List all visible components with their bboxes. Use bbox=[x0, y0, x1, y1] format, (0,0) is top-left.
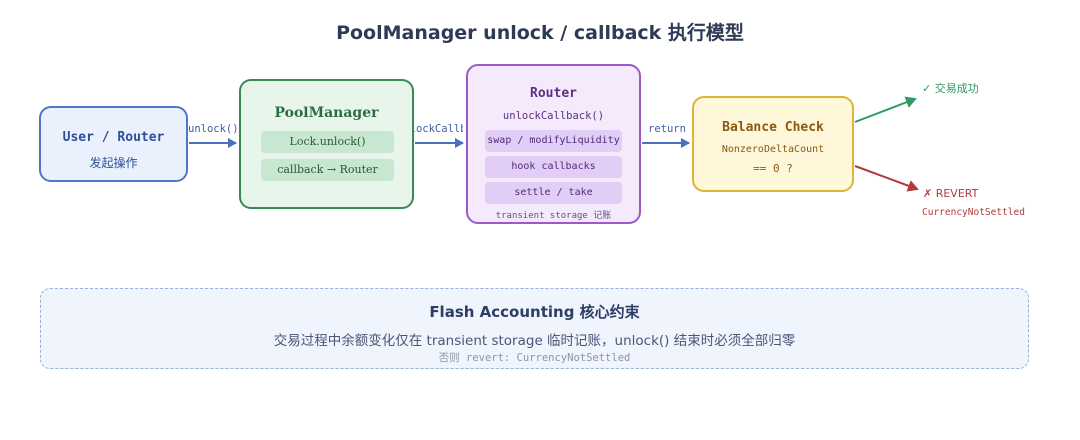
router-item-hooks: hook callbacks bbox=[485, 156, 622, 178]
flash-accounting-footnote: 否则 revert: CurrencyNotSettled bbox=[438, 352, 631, 364]
flash-accounting-description: 交易过程中余额变化仅在 transient storage 临时记账，unloc… bbox=[273, 333, 796, 349]
outcome-revert-code: CurrencyNotSettled bbox=[922, 207, 1025, 218]
balance-check-node: Balance Check NonzeroDeltaCount == 0 ? bbox=[692, 96, 854, 192]
arrow-balance-to-success bbox=[854, 96, 917, 123]
poolmanager-item-unlock: Lock.unlock() bbox=[261, 131, 394, 153]
router-subtitle: unlockCallback() bbox=[502, 110, 605, 122]
user-router-title: User / Router bbox=[62, 130, 165, 145]
balance-check-title: Balance Check bbox=[722, 120, 824, 135]
outcome-revert: ✗ REVERT bbox=[923, 187, 979, 200]
router-note: transient storage 记账 bbox=[495, 211, 612, 221]
router-node: Router unlockCallback() swap / modifyLiq… bbox=[466, 64, 641, 224]
outcome-success: ✓ 交易成功 bbox=[922, 82, 979, 95]
balance-check-line1: NonzeroDeltaCount bbox=[721, 144, 825, 155]
arrow-balance-to-revert bbox=[854, 165, 919, 192]
edge-label-return: return bbox=[648, 123, 686, 135]
edge-label-unlock: unlock() bbox=[188, 123, 239, 135]
diagram-title: PoolManager unlock / callback 执行模型 bbox=[336, 22, 744, 44]
flash-accounting-title: Flash Accounting 核心约束 bbox=[429, 303, 640, 321]
user-router-node: User / Router 发起操作 bbox=[39, 106, 188, 182]
poolmanager-item-callback: callback → Router bbox=[261, 159, 394, 181]
router-item-settle: settle / take bbox=[485, 182, 622, 204]
balance-check-line2: == 0 ? bbox=[753, 162, 793, 175]
poolmanager-node: PoolManager Lock.unlock() callback → Rou… bbox=[239, 79, 414, 209]
router-item-swap: swap / modifyLiquidity bbox=[485, 130, 622, 152]
router-title: Router bbox=[530, 86, 577, 101]
poolmanager-title: PoolManager bbox=[274, 105, 379, 121]
flash-accounting-panel: Flash Accounting 核心约束 交易过程中余额变化仅在 transi… bbox=[40, 288, 1029, 369]
user-router-subtitle: 发起操作 bbox=[89, 156, 138, 170]
